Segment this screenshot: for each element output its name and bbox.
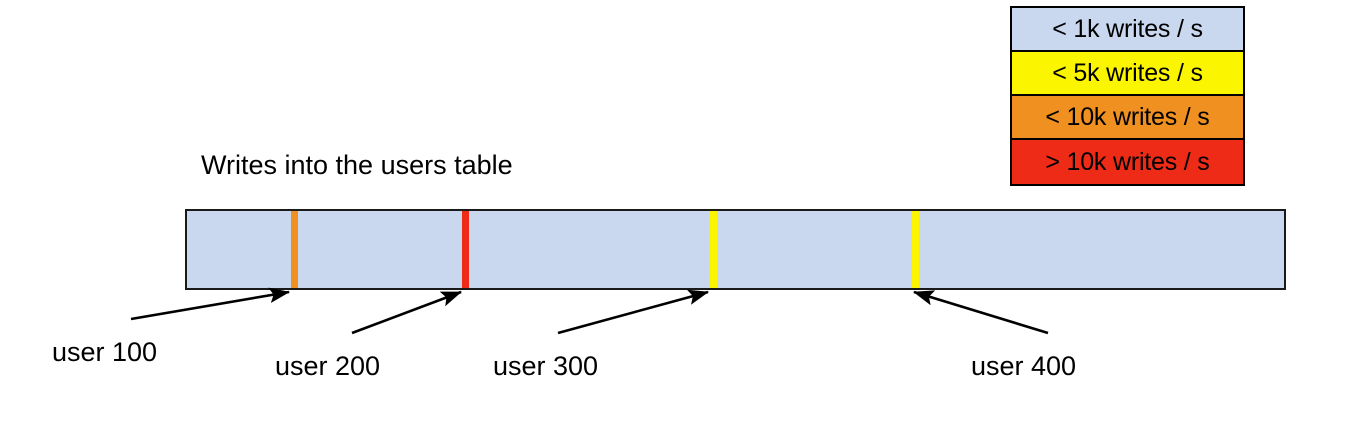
legend-row-gt-10k: > 10k writes / s bbox=[1012, 140, 1243, 184]
label-user-100: user 100 bbox=[52, 337, 158, 367]
marker-user-300 bbox=[710, 211, 717, 288]
marker-user-400 bbox=[912, 211, 919, 288]
label-user-300: user 300 bbox=[493, 351, 599, 381]
marker-user-100 bbox=[291, 211, 298, 288]
arrow-user-400 bbox=[913, 290, 1049, 335]
legend-label-lt-1k: < 1k writes / s bbox=[1052, 14, 1203, 43]
marker-user-200 bbox=[462, 211, 469, 288]
arrow-user-100 bbox=[130, 287, 291, 321]
users-table-bar bbox=[185, 209, 1286, 290]
writes-rate-legend: < 1k writes / s < 5k writes / s < 10k wr… bbox=[1010, 6, 1245, 186]
legend-row-lt-10k: < 10k writes / s bbox=[1012, 96, 1243, 140]
legend-row-lt-5k: < 5k writes / s bbox=[1012, 52, 1243, 96]
arrow-user-300 bbox=[557, 289, 710, 335]
legend-label-lt-10k: < 10k writes / s bbox=[1045, 102, 1210, 131]
label-user-200: user 200 bbox=[275, 351, 381, 381]
label-user-400: user 400 bbox=[971, 351, 1077, 381]
legend-label-lt-5k: < 5k writes / s bbox=[1052, 58, 1203, 87]
legend-row-lt-1k: < 1k writes / s bbox=[1012, 8, 1243, 52]
legend-label-gt-10k: > 10k writes / s bbox=[1045, 147, 1210, 176]
arrow-user-200 bbox=[351, 290, 462, 335]
chart-title: Writes into the users table bbox=[201, 150, 513, 180]
